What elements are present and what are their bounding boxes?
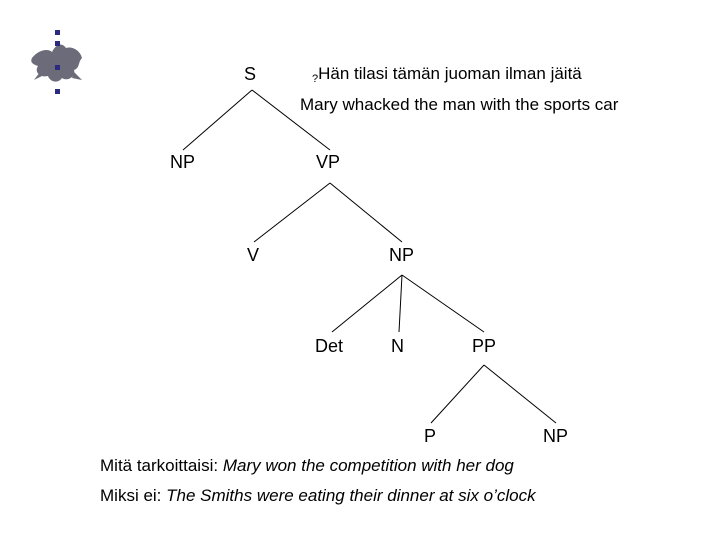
edge-np-det — [331, 274, 403, 333]
edge-pp-p — [430, 364, 485, 424]
english-sentence: Mary whacked the man with the sports car — [300, 95, 619, 114]
footer-line-2-prefix: Miksi ei: — [100, 486, 162, 505]
footer-line-1-example: Mary won the competition with her dog — [222, 456, 514, 475]
question-marker: ? — [312, 73, 319, 85]
finnish-sentence-text: Hän tilasi tämän juoman ilman jäitä — [318, 64, 582, 83]
edge-pp-np — [483, 364, 557, 424]
node-np-object: NP — [389, 245, 415, 265]
footer-line-2-example: The Smiths were eating their dinner at s… — [166, 486, 536, 505]
node-v: V — [247, 245, 260, 265]
edge-np-n — [398, 274, 403, 333]
node-np-subject: NP — [170, 152, 196, 172]
edge-s-vp — [251, 89, 331, 151]
edge-vp-v — [253, 182, 331, 243]
edge-vp-np — [329, 182, 403, 243]
footer-line-2: Miksi ei: The Smiths were eating their d… — [100, 486, 536, 506]
node-vp: VP — [316, 152, 341, 172]
node-p: P — [424, 426, 437, 446]
university-seal-icon — [31, 30, 82, 94]
node-n: N — [391, 336, 404, 356]
finnish-sentence: ?Hän tilasi tämän juoman ilman jäitä — [312, 64, 582, 89]
edge-np-pp — [401, 274, 485, 333]
node-pp: PP — [472, 336, 497, 356]
footer-line-1-prefix: Mitä tarkoittaisi: — [100, 456, 219, 475]
edge-s-np — [182, 89, 253, 151]
footer-line-1: Mitä tarkoittaisi: Mary won the competit… — [100, 456, 514, 476]
node-s: S — [244, 64, 257, 84]
node-np-pp-object: NP — [543, 426, 569, 446]
node-det: Det — [315, 336, 344, 356]
